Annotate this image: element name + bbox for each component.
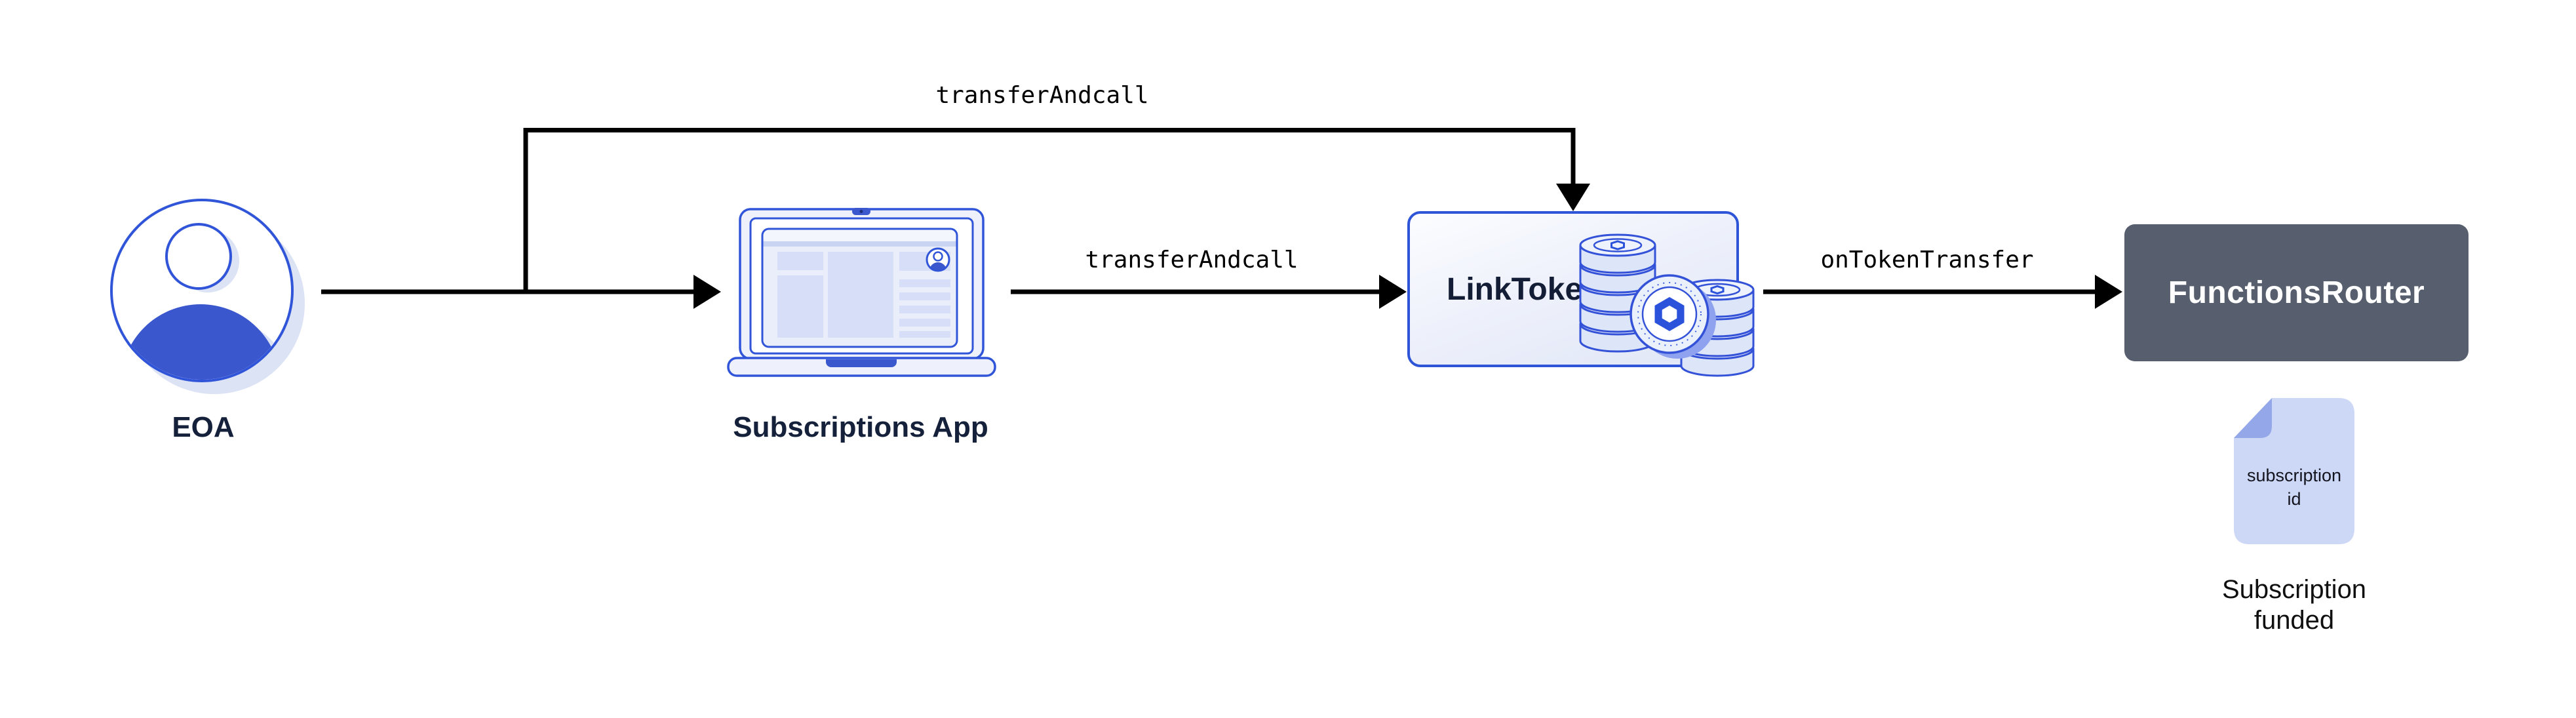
coins-icon	[1579, 233, 1755, 377]
eoa-avatar-icon	[110, 199, 305, 394]
arrowhead-into-router	[2095, 275, 2122, 309]
eoa-label: EOA	[172, 411, 235, 443]
functions-router-label: FunctionsRouter	[2168, 275, 2425, 310]
laptop-avatar-icon	[926, 247, 950, 272]
laptop-icon	[727, 208, 996, 377]
subscription-funded-caption: Subscription funded	[2222, 574, 2366, 636]
edge-label-transferandcall-top: transferAndcall	[935, 82, 1149, 109]
linktoken-label: LinkToken	[1447, 271, 1602, 307]
functions-router-box: FunctionsRouter	[2124, 224, 2469, 361]
subscription-funded-line2: funded	[2254, 606, 2335, 635]
edge-label-ontokentransfer: onTokenTransfer	[1820, 247, 2034, 273]
arrowhead-into-linktoken-top	[1556, 184, 1590, 211]
arrow-branch-transferandcall-line	[523, 128, 1576, 292]
chainlink-coin-icon	[1630, 274, 1716, 359]
arrowhead-into-app	[693, 275, 721, 309]
subscription-id-line1: subscription	[2246, 466, 2342, 485]
subscription-id-line2: id	[2287, 489, 2301, 509]
edge-label-transferandcall-mid: transferAndcall	[1085, 247, 1298, 273]
arrowhead-into-linktoken-left	[1379, 275, 1407, 309]
document-icon	[2234, 398, 2354, 544]
subscription-funded-line1: Subscription	[2221, 575, 2367, 604]
subscription-id-text: subscription id	[2247, 464, 2341, 511]
subscriptions-app-label: Subscriptions App	[733, 411, 988, 443]
